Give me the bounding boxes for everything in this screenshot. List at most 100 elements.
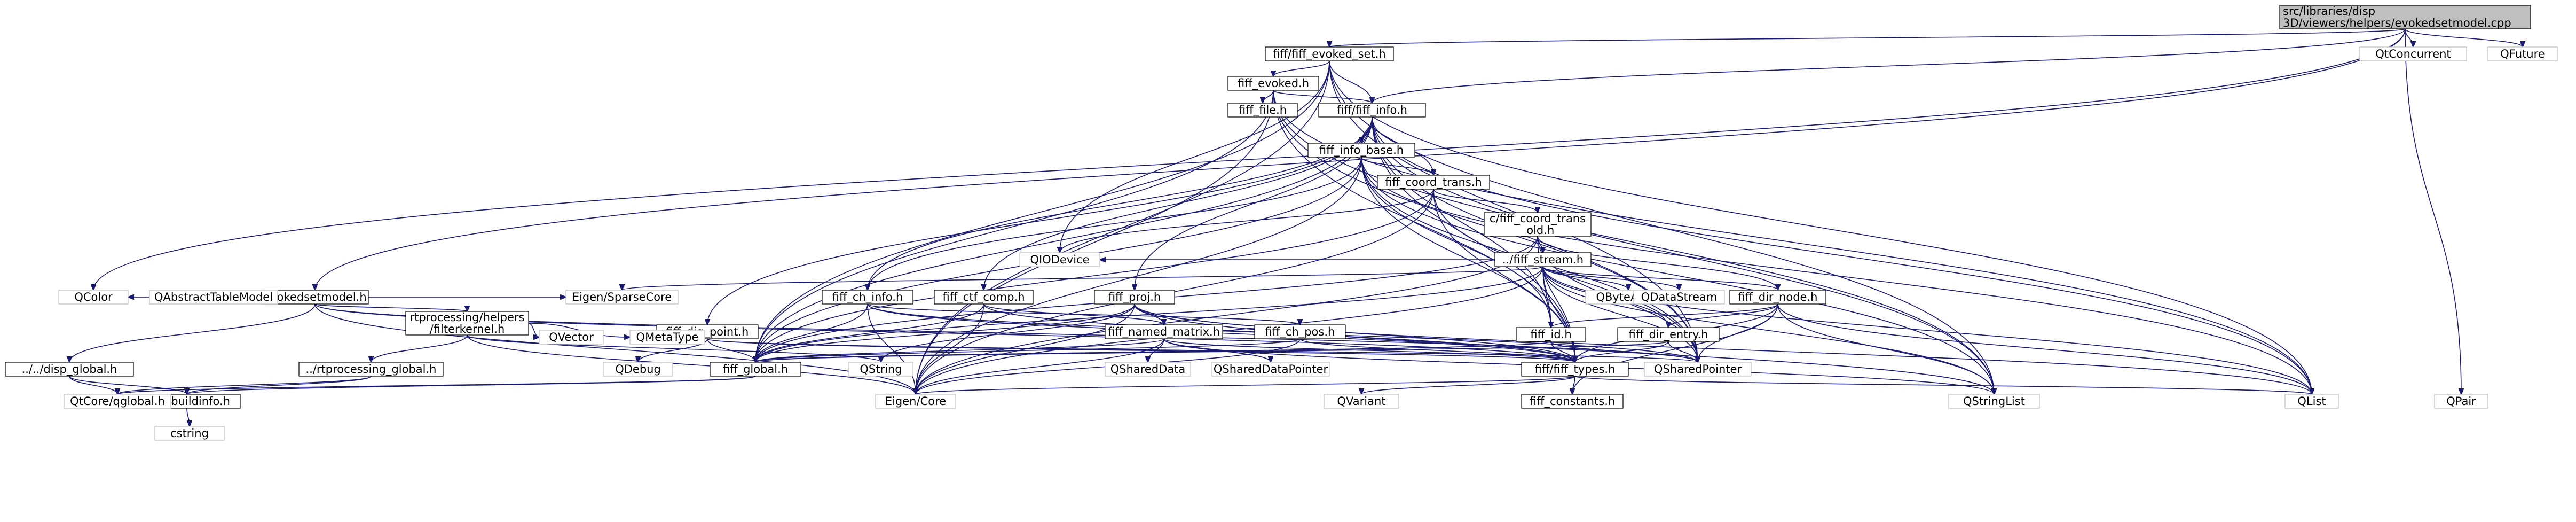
node-box	[1644, 362, 1752, 377]
node-root[interactable]: src/libraries/disp3D/viewers/helpers/evo…	[2279, 5, 2531, 29]
edge-fiff_ch_pos-to-fiff_types	[1299, 338, 1575, 362]
edge-root-to-qpair	[2405, 28, 2461, 394]
node-box	[822, 290, 913, 305]
node-fiff-stream[interactable]: ../fiff_stream.h	[1494, 252, 1592, 267]
node-box	[1494, 252, 1592, 267]
edge-fiff_id-to-fiff_global	[755, 341, 1551, 362]
node-label: fiff_global.h	[723, 363, 788, 376]
node-qstring: QString	[848, 362, 913, 377]
node-label: ../rtprocessing_global.h	[306, 363, 437, 376]
edge-fiff_stream-to-qdatastream	[1542, 266, 1679, 290]
node-fiff-coord-trans[interactable]: fiff_coord_trans.h	[1377, 175, 1490, 190]
edge-evoked_set-to-fiff_info	[1329, 60, 1372, 103]
node-label: fiff_ctf_comp.h	[942, 291, 1025, 304]
node-box	[154, 426, 225, 441]
node-label: fiff_info_base.h	[1319, 144, 1404, 157]
edge-fiff_named_matrix-to-qshareddata	[1148, 338, 1164, 362]
node-label: QSharedDataPointer	[1214, 363, 1328, 376]
node-label: QDataStream	[1641, 291, 1718, 303]
edge-evokedsetmodel-to-eigencore	[314, 303, 916, 394]
node-box	[603, 362, 673, 377]
node-box	[2279, 5, 2531, 29]
node-label: QStringList	[1963, 395, 2025, 408]
node-label: fiff_evoked.h	[1238, 77, 1309, 90]
node-fiff-constants[interactable]: fiff_constants.h	[1521, 394, 1624, 409]
node-rtprocessing-filterkernel[interactable]: rtprocessing/helpers/filterkernel.h	[405, 311, 529, 336]
node-box	[1617, 327, 1720, 342]
node-box	[1521, 394, 1624, 409]
node-label: QColor	[74, 291, 113, 303]
edge-fiff_evoked-to-fiff_global	[755, 90, 1274, 362]
node-fiff-id[interactable]: fiff_id.h	[1516, 327, 1586, 342]
node-box	[875, 394, 956, 409]
node-fiff-ctf-comp[interactable]: fiff_ctf_comp.h	[934, 290, 1034, 305]
node-label: Eigen/SparseCore	[572, 291, 672, 303]
node-box	[1254, 324, 1346, 339]
edge-fiff_dir_entry-to-qsharedpointer	[1668, 341, 1698, 362]
edge-rtprocessing_filterkernel-to-rtprocessing_global	[371, 334, 468, 362]
node-fiff-global[interactable]: fiff_global.h	[710, 362, 801, 377]
node-c-fiff-coord-trans[interactable]: c/fiff_coord_trans_old.h	[1484, 212, 1592, 237]
edge-fiff_proj-to-qlist	[1134, 303, 2312, 394]
node-fiff-file[interactable]: fiff_file.h	[1227, 103, 1298, 118]
edge-evoked_set-to-qiodevice	[1060, 60, 1330, 253]
edge-fiff_evoked-to-eigencore	[916, 90, 1274, 394]
node-fiff-info-base[interactable]: fiff_info_base.h	[1307, 143, 1415, 158]
node-label: QtCore/qglobal.h	[70, 395, 165, 408]
node-fiff-ch-pos[interactable]: fiff_ch_pos.h	[1254, 324, 1346, 339]
node-fiff-dir-entry[interactable]: fiff_dir_entry.h	[1617, 327, 1720, 342]
node-box	[710, 362, 801, 377]
edge-fiff_ch_info-to-fiff_global	[755, 303, 868, 362]
node-fiff-types[interactable]: fiff/fiff_types.h	[1521, 362, 1629, 377]
node-label: fiff_constants.h	[1530, 395, 1615, 408]
edge-fiff_info_base-to-qstringlist	[1361, 157, 1994, 394]
edge-fiff_dir_node-to-qlist	[1777, 303, 2312, 394]
edge-root-to-fiff_info	[1372, 28, 2406, 103]
node-label: evokedsetmodel.h	[263, 291, 366, 303]
node-box	[261, 290, 369, 305]
node-label: QVariant	[1337, 395, 1385, 408]
node-label: cstring	[170, 427, 209, 440]
edge-root-to-evoked_set	[1329, 28, 2406, 47]
edge-fiff_dir_entry-to-fiff_global	[755, 341, 1669, 362]
node-label: QIODevice	[1030, 253, 1089, 266]
node-fiff-proj[interactable]: fiff_proj.h	[1094, 290, 1175, 305]
node-label: fiff/fiff_types.h	[1535, 363, 1616, 376]
edge-fiff_evoked-to-fiff_info	[1273, 90, 1372, 103]
edge-fiff_global-to-qcoreglobal	[117, 376, 756, 394]
edge-fiff_proj-to-fiff_global	[755, 303, 1135, 362]
node-box	[1484, 212, 1592, 237]
node-box	[1094, 290, 1175, 305]
node-label: QVector	[549, 331, 594, 344]
node-qstringlist: QStringList	[1948, 394, 2040, 409]
edge-c_fiff_coord_trans-to-fiff_dir_node	[1537, 236, 1778, 290]
node-fiff-named-matrix[interactable]: fiff_named_matrix.h	[1105, 324, 1223, 339]
node-label: fiff/fiff_info.h	[1337, 104, 1407, 117]
node-fiff-evoked[interactable]: fiff_evoked.h	[1227, 76, 1319, 91]
node-label: fiff_proj.h	[1108, 291, 1161, 304]
node-evokedsetmodel[interactable]: evokedsetmodel.h	[261, 290, 369, 305]
edge-fiff_dir_node-to-fiff_dir_entry	[1668, 303, 1778, 328]
node-label: QList	[2297, 395, 2326, 408]
node-box	[2359, 46, 2467, 61]
edge-root-to-evokedsetmodel	[315, 28, 2406, 290]
node-eigencore: Eigen/Core	[875, 394, 956, 409]
node-label: c/fiff_coord_trans	[1490, 212, 1586, 225]
node-box	[1633, 290, 1725, 305]
node-fiff-dir-node[interactable]: fiff_dir_node.h	[1729, 290, 1826, 305]
node-box	[1318, 103, 1426, 118]
node-fiff-ch-info[interactable]: fiff_ch_info.h	[822, 290, 913, 305]
node-label: /filterkernel.h	[430, 323, 505, 336]
node-disp-global[interactable]: ../../disp_global.h	[5, 362, 134, 377]
node-rtprocessing-global[interactable]: ../rtprocessing_global.h	[298, 362, 444, 377]
node-qvector: QVector	[539, 330, 604, 345]
node-qcoreglobal: QtCore/qglobal.h	[64, 394, 171, 409]
node-evoked-set[interactable]: fiff/fiff_evoked_set.h	[1265, 46, 1394, 61]
edge-fiff_info_base-to-qlist	[1361, 157, 2312, 394]
node-qcolor: QColor	[58, 290, 129, 305]
node-qconcurrent: QtConcurrent	[2359, 46, 2467, 61]
edge-fiff_info_base-to-fiff_coord_trans	[1361, 157, 1433, 175]
node-label: src/libraries/disp	[2283, 5, 2375, 18]
node-label: QSharedData	[1110, 363, 1186, 376]
node-fiff-info[interactable]: fiff/fiff_info.h	[1318, 103, 1426, 118]
